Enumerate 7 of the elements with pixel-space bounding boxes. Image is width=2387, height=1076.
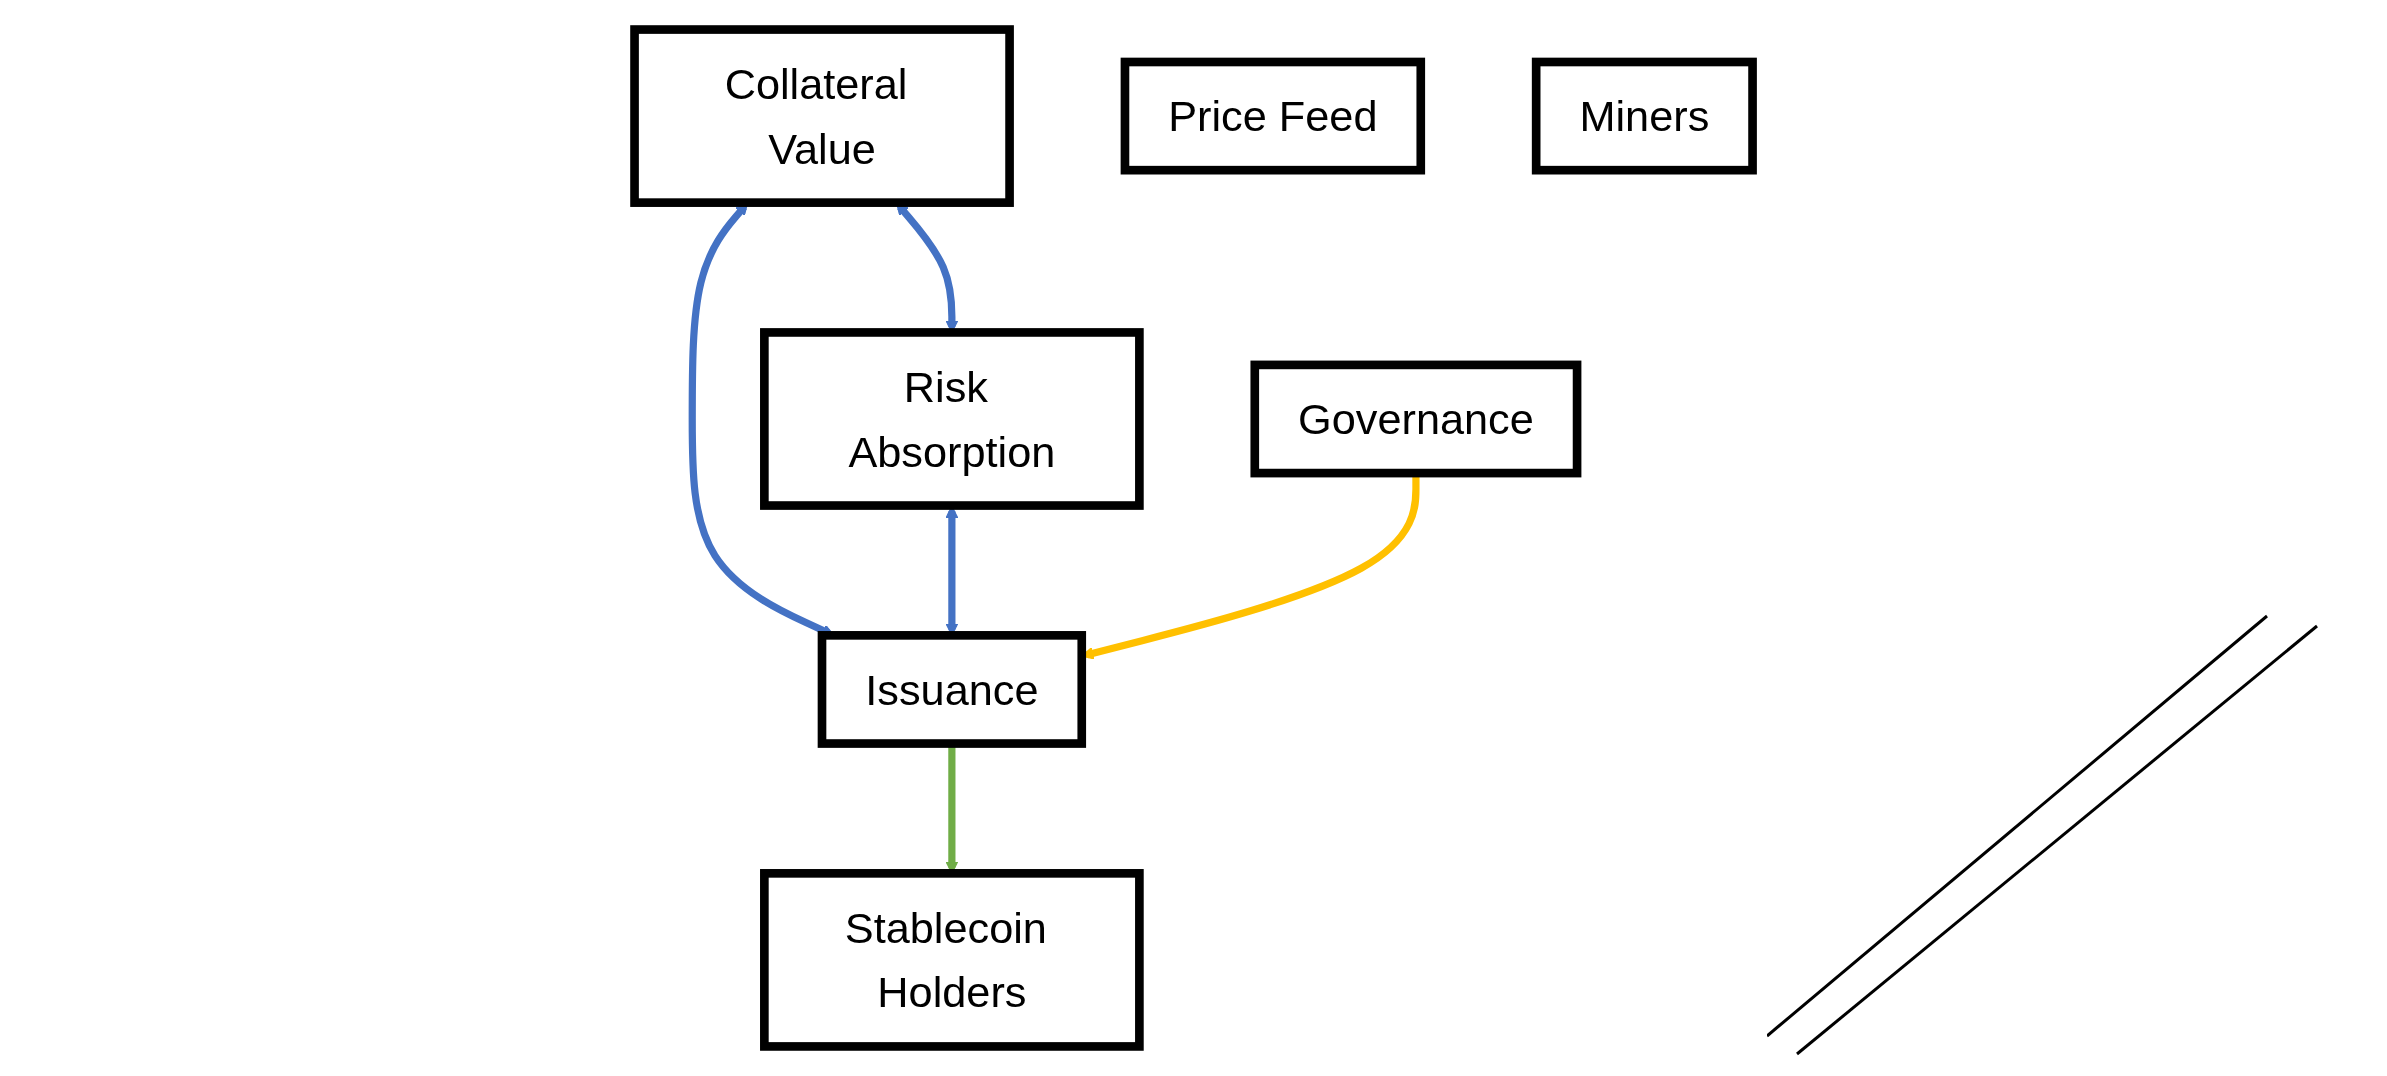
node-box: Governance (1250, 360, 1582, 478)
node-box: Stablecoin Holders (760, 869, 1144, 1051)
node-box: Price Feed (1120, 57, 1426, 175)
node-box: Risk Absorption (760, 328, 1144, 510)
node-box: Collateral Value (630, 25, 1014, 207)
node-box: Miners (1531, 57, 1757, 175)
node-box: Issuance (817, 631, 1087, 748)
